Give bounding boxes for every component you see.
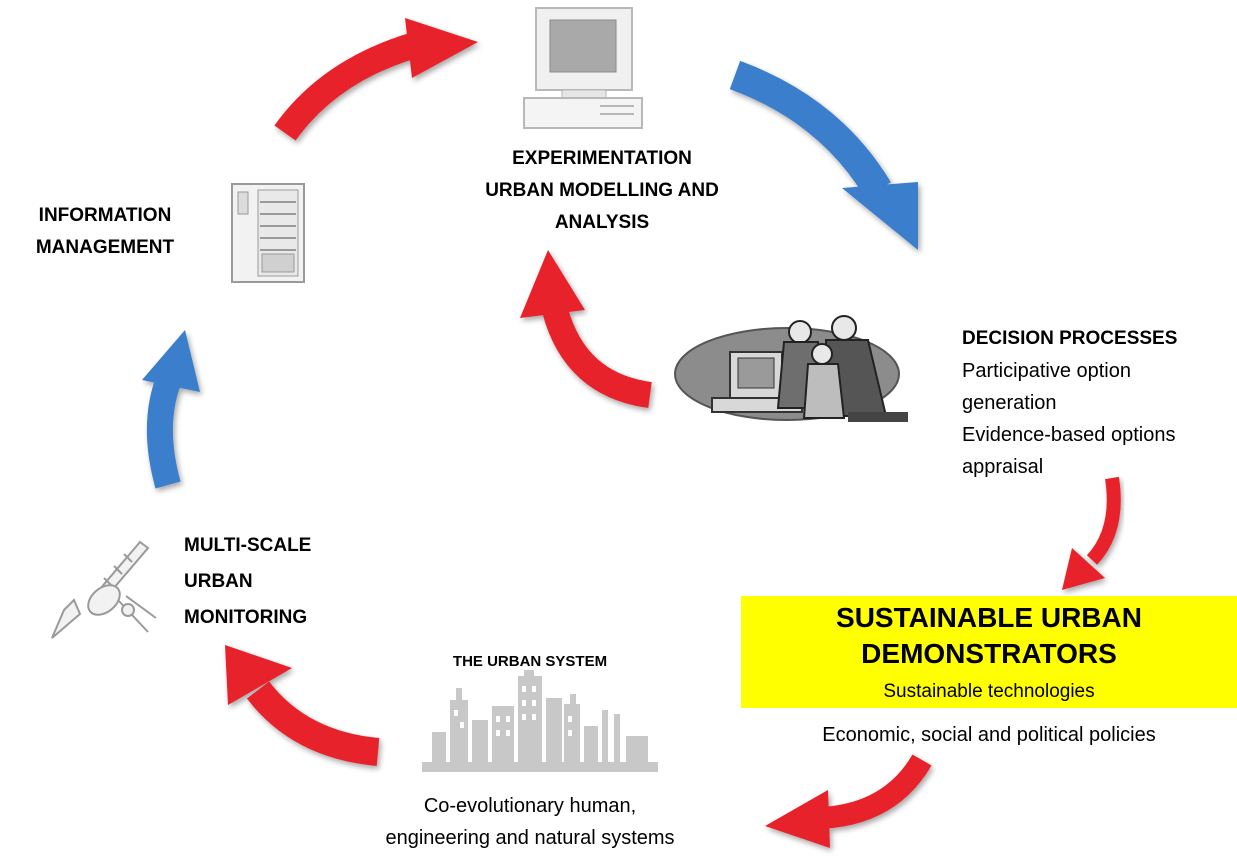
demonstrators-title: SUSTAINABLE URBAN DEMONSTRATORS xyxy=(741,600,1237,672)
experimentation-line3: ANALYSIS xyxy=(554,212,650,233)
information-line2: MANAGEMENT xyxy=(35,237,175,258)
city-skyline-icon xyxy=(422,670,658,772)
demonstrators-title-line2: DEMONSTRATORS xyxy=(861,638,1117,669)
monitoring-line3: MONITORING xyxy=(184,607,308,628)
arrow-decision-to-demonstrators xyxy=(1062,476,1121,590)
decision-processes-label: DECISION PROCESSES Participative option … xyxy=(962,323,1237,483)
urban-system-title: THE URBAN SYSTEM xyxy=(452,653,608,670)
server-rack-icon xyxy=(231,183,305,283)
decision-item-1: Participative option xyxy=(962,360,1131,382)
arrow-info-to-experimentation xyxy=(274,18,478,141)
demonstrators-subtitle: Sustainable technologies xyxy=(883,681,1095,702)
information-line1: INFORMATION xyxy=(38,205,172,226)
demonstrators-highlight-box xyxy=(741,596,1237,708)
urban-system-line1: Co-evolutionary human, xyxy=(423,795,637,817)
arrow-experimentation-to-decision xyxy=(729,60,918,250)
experimentation-line2: URBAN MODELLING AND xyxy=(485,180,719,201)
satellite-icon xyxy=(51,540,157,639)
information-management-label: INFORMATION MANAGEMENT xyxy=(10,200,200,264)
decision-item-3: Evidence-based options xyxy=(962,424,1176,446)
demonstrators-title-line1: SUSTAINABLE URBAN xyxy=(836,602,1142,633)
arrow-decision-to-experimentation xyxy=(520,250,653,408)
monitoring-line1: MULTI-SCALE xyxy=(184,535,312,556)
decision-title: DECISION PROCESSES xyxy=(962,328,1178,349)
people-at-computer-icon xyxy=(674,315,908,422)
experimentation-label: EXPERIMENTATION URBAN MODELLING AND ANAL… xyxy=(440,143,764,239)
arrow-demonstrators-to-urban-system xyxy=(765,754,932,848)
arrow-urban-system-to-monitoring xyxy=(225,645,380,766)
desktop-computer-icon xyxy=(523,7,643,129)
demonstrators-policies: Economic, social and political policies xyxy=(822,724,1156,746)
decision-item-2: generation xyxy=(962,392,1057,414)
experimentation-line1: EXPERIMENTATION xyxy=(512,148,692,169)
urban-system-description: Co-evolutionary human, engineering and n… xyxy=(340,790,720,854)
decision-item-4: appraisal xyxy=(962,456,1044,478)
urban-system-line2: engineering and natural systems xyxy=(385,827,675,849)
monitoring-line2: URBAN xyxy=(184,571,253,592)
arrow-monitoring-to-info xyxy=(142,330,200,489)
monitoring-label: MULTI-SCALE URBAN MONITORING xyxy=(184,528,374,636)
